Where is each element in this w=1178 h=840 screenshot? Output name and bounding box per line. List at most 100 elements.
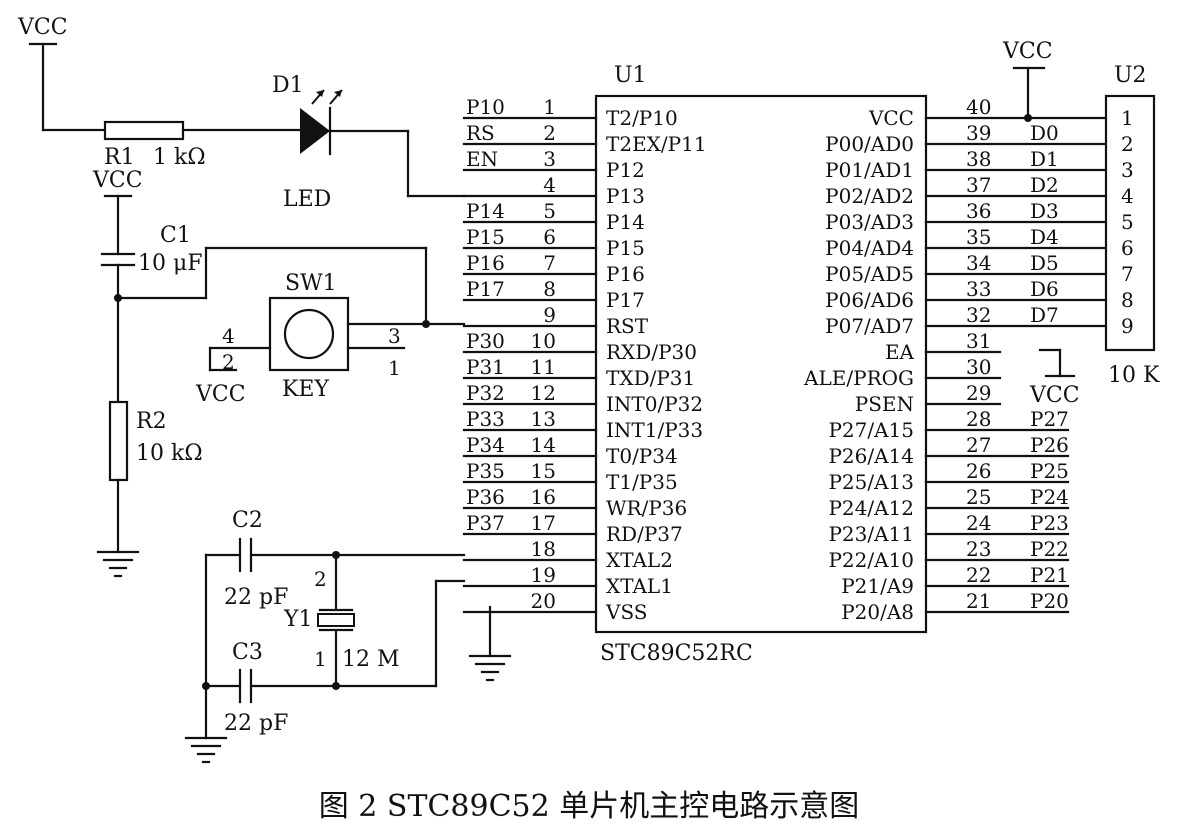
u2-pin-number: 6 bbox=[1121, 236, 1134, 260]
u1-pin-name: P05/AD5 bbox=[825, 262, 914, 286]
u1-pin-number: 8 bbox=[543, 277, 556, 301]
u1-pin-name: P00/AD0 bbox=[825, 132, 914, 156]
u1-pin-name: P22/A10 bbox=[828, 548, 914, 572]
c3-ref: C3 bbox=[232, 640, 263, 665]
u1-pin-number: 10 bbox=[531, 329, 556, 353]
u1-pin-number: 17 bbox=[531, 511, 556, 535]
u1-pin-number: 2 bbox=[543, 121, 556, 145]
u1-pin-name: VSS bbox=[605, 600, 648, 624]
u1-pin-name: P07/AD7 bbox=[825, 314, 914, 338]
u1-pin-name: INT1/P33 bbox=[606, 418, 703, 442]
u1-pin-number: 9 bbox=[543, 303, 556, 327]
u1-pin-number: 35 bbox=[966, 225, 991, 249]
net-label: EN bbox=[466, 147, 498, 171]
sw1-pin-4: 4 bbox=[222, 324, 235, 348]
u1-pin-number: 36 bbox=[966, 199, 991, 223]
resistor-r1 bbox=[103, 120, 185, 141]
oscillator-circuit: C2 22 pF 2 Y1 1 12 M C3 22 pF bbox=[184, 508, 512, 764]
u1-pin-number: 15 bbox=[531, 459, 556, 483]
net-label: D5 bbox=[1030, 251, 1059, 275]
u2-pin-number: 3 bbox=[1121, 158, 1134, 182]
u2-pin-number: 1 bbox=[1121, 106, 1134, 130]
net-label: P17 bbox=[466, 277, 505, 301]
r2-ref: R2 bbox=[136, 409, 167, 434]
net-label: P27 bbox=[1030, 407, 1069, 431]
u2-ref: U2 bbox=[1114, 63, 1147, 88]
u1-pin-number: 31 bbox=[966, 329, 991, 353]
resistor-r2 bbox=[108, 400, 129, 482]
u1-pin-number: 29 bbox=[966, 381, 991, 405]
net-label: P26 bbox=[1030, 433, 1069, 457]
u1-pin-number: 28 bbox=[966, 407, 991, 431]
u1-pin-number: 38 bbox=[966, 147, 991, 171]
u1-pin-name: XTAL2 bbox=[606, 548, 673, 572]
u1-pin-name: P03/AD3 bbox=[825, 210, 914, 234]
sw1-ref: SW1 bbox=[285, 271, 337, 296]
u1-pin-name: RD/P37 bbox=[606, 522, 683, 546]
u1-pin-number: 16 bbox=[531, 485, 556, 509]
u1-pin-number: 19 bbox=[531, 563, 556, 587]
r2-value: 10 kΩ bbox=[136, 441, 203, 466]
u1-pin-number: 11 bbox=[531, 355, 556, 379]
u1-pin-number: 21 bbox=[966, 589, 991, 613]
u1-pin-name: P01/AD1 bbox=[825, 158, 914, 182]
figure-caption: 图 2 STC89C52 单片机主控电路示意图 bbox=[319, 789, 860, 824]
net-label: P37 bbox=[466, 511, 505, 535]
net-label: D3 bbox=[1030, 199, 1059, 223]
u1-pin-name: P06/AD6 bbox=[825, 288, 914, 312]
net-label: P14 bbox=[466, 199, 505, 223]
ground-symbol bbox=[96, 550, 140, 578]
u2-pin-number: 5 bbox=[1121, 210, 1134, 234]
u1-body bbox=[594, 94, 928, 634]
net-label: D4 bbox=[1030, 225, 1059, 249]
net-label: P33 bbox=[466, 407, 505, 431]
c1-ref: C1 bbox=[160, 223, 191, 248]
u1-ref: U1 bbox=[614, 63, 647, 88]
capacitor-c1 bbox=[100, 252, 136, 267]
u1-pin-number: 14 bbox=[531, 433, 556, 457]
u1-pin-17: 17 RD/P37 P37 bbox=[462, 511, 683, 546]
crystal-y1 bbox=[317, 608, 355, 632]
u1-pin-name: P13 bbox=[606, 184, 645, 208]
u1-pin-number: 13 bbox=[531, 407, 556, 431]
u1-pin-number: 26 bbox=[966, 459, 991, 483]
vcc-label: VCC bbox=[1002, 39, 1053, 64]
sw1-pin-1: 1 bbox=[388, 356, 401, 380]
u1-pin-name: P21/A9 bbox=[841, 574, 914, 598]
u1-pin-name: TXD/P31 bbox=[606, 366, 695, 390]
u1-pin-name: P12 bbox=[606, 158, 645, 182]
y1-ref: Y1 bbox=[283, 607, 313, 632]
u1-pin-number: 37 bbox=[966, 173, 991, 197]
u1-pin-number: 33 bbox=[966, 277, 991, 301]
u1-pin-name: T1/P35 bbox=[606, 470, 678, 494]
u1-pin-name: T0/P34 bbox=[606, 444, 678, 468]
u1-pin-36: P03/AD3 36 D3 bbox=[825, 199, 1108, 234]
sw1-pin-3: 3 bbox=[388, 324, 401, 348]
u2-pin-number: 7 bbox=[1121, 262, 1134, 286]
u1-pin-name: P24/A12 bbox=[828, 496, 914, 520]
net-label: P32 bbox=[466, 381, 505, 405]
